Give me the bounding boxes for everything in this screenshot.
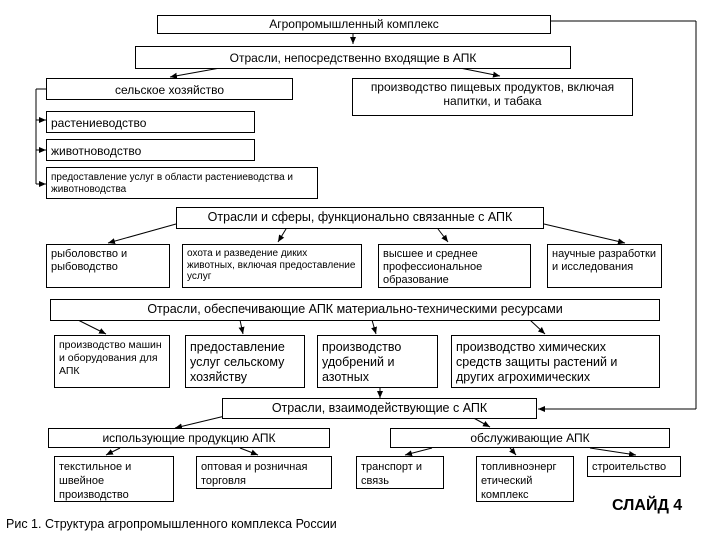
research-box: научные разработки и исследования [547,244,662,288]
food-production-box: производство пищевых продуктов, включая … [352,78,633,116]
fertilizers-box: производство удобрений и азотных [317,335,438,388]
transport-box: транспорт и связь [356,456,444,489]
direct-industries-title: Отрасли, непосредственно входящие в АПК [135,46,571,69]
using-products-box: использующие продукцию АПК [48,428,330,448]
fuel-energy-box: топливноэнерг етический комплекс [476,456,574,502]
slide-number: СЛАЙД 4 [612,497,683,514]
construction-box: строительство [587,456,681,477]
agri-services-box: предоставление услуг в области растениев… [46,167,318,199]
figure-caption: Рис 1. Структура агропромышленного компл… [6,517,337,531]
agriculture-box: сельское хозяйство [46,78,293,100]
agrochemicals-box: производство химических средств защиты р… [451,335,660,388]
hunting-box: охота и разведение диких животных, включ… [182,244,362,288]
machinery-box: производство машин и оборудования для АП… [54,335,170,388]
livestock-box: животноводство [46,139,255,161]
agro-complex-box: Агропромышленный комплекс [157,15,551,34]
textile-box: текстильное и швейное производство [54,456,174,502]
trade-box: оптовая и розничная торговля [196,456,332,489]
agro-services-box: предоставление услуг сельскому хозяйству [185,335,305,388]
serving-box: обслуживающие АПК [390,428,670,448]
functional-industries-title: Отрасли и сферы, функционально связанные… [176,207,544,229]
education-box: высшее и среднее профессиональное образо… [378,244,531,288]
interacting-industries-title: Отрасли, взаимодействующие с АПК [222,398,537,419]
material-resources-title: Отрасли, обеспечивающие АПК материально-… [50,299,660,321]
crops-box: растениеводство [46,111,255,133]
fishing-box: рыболовство и рыбоводство [46,244,170,288]
